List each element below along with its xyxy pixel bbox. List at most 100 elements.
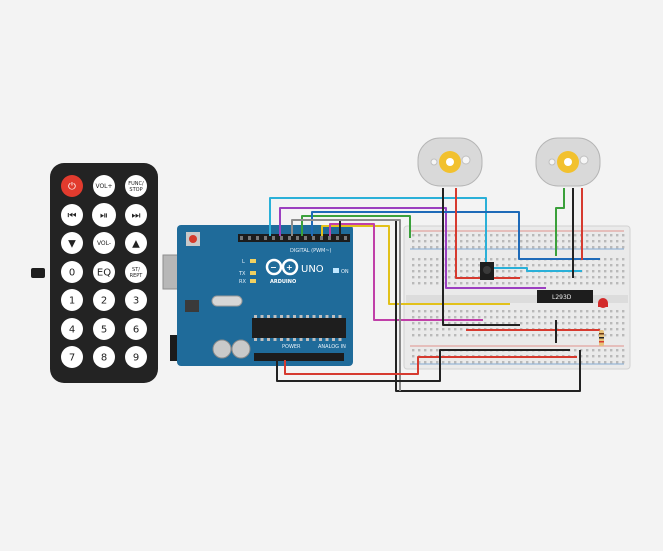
breadboard-hole[interactable] <box>442 334 445 337</box>
breadboard-hole[interactable] <box>526 246 529 249</box>
breadboard-hole[interactable] <box>550 276 553 279</box>
breadboard-hole[interactable] <box>562 264 565 267</box>
breadboard-hole[interactable] <box>526 334 529 337</box>
breadboard-hole[interactable] <box>508 246 511 249</box>
breadboard-hole[interactable] <box>424 310 427 313</box>
breadboard-hole[interactable] <box>454 328 457 331</box>
breadboard-hole[interactable] <box>580 264 583 267</box>
breadboard-hole[interactable] <box>412 258 415 261</box>
breadboard-hole[interactable] <box>568 246 571 249</box>
breadboard-hole[interactable] <box>532 246 535 249</box>
breadboard-hole[interactable] <box>622 234 625 237</box>
breadboard-hole[interactable] <box>556 234 559 237</box>
breadboard-hole[interactable] <box>598 316 601 319</box>
breadboard-hole[interactable] <box>562 240 565 243</box>
breadboard-hole[interactable] <box>430 258 433 261</box>
breadboard-hole[interactable] <box>418 322 421 325</box>
breadboard-hole[interactable] <box>610 276 613 279</box>
breadboard-hole[interactable] <box>616 246 619 249</box>
breadboard-hole[interactable] <box>586 276 589 279</box>
breadboard-hole[interactable] <box>592 234 595 237</box>
breadboard-hole[interactable] <box>604 246 607 249</box>
breadboard-hole[interactable] <box>616 234 619 237</box>
breadboard-hole[interactable] <box>574 246 577 249</box>
breadboard-hole[interactable] <box>418 349 421 352</box>
breadboard-hole[interactable] <box>574 316 577 319</box>
breadboard-hole[interactable] <box>460 264 463 267</box>
breadboard-hole[interactable] <box>520 361 523 364</box>
breadboard-hole[interactable] <box>544 276 547 279</box>
breadboard-hole[interactable] <box>586 240 589 243</box>
breadboard-hole[interactable] <box>460 334 463 337</box>
breadboard-hole[interactable] <box>418 334 421 337</box>
breadboard-hole[interactable] <box>562 322 565 325</box>
breadboard-hole[interactable] <box>586 355 589 358</box>
breadboard-hole[interactable] <box>418 270 421 273</box>
breadboard-hole[interactable] <box>478 334 481 337</box>
breadboard-hole[interactable] <box>604 355 607 358</box>
breadboard-hole[interactable] <box>610 246 613 249</box>
breadboard-hole[interactable] <box>478 246 481 249</box>
breadboard-hole[interactable] <box>520 310 523 313</box>
digital-pin[interactable] <box>256 236 259 240</box>
breadboard-hole[interactable] <box>466 334 469 337</box>
breadboard-hole[interactable] <box>568 240 571 243</box>
breadboard-hole[interactable] <box>436 264 439 267</box>
breadboard-hole[interactable] <box>478 361 481 364</box>
remote-button-func-stop[interactable]: FUNC/STOP <box>125 175 147 197</box>
breadboard-hole[interactable] <box>610 234 613 237</box>
breadboard-hole[interactable] <box>586 282 589 285</box>
breadboard-hole[interactable] <box>490 234 493 237</box>
breadboard-hole[interactable] <box>550 246 553 249</box>
breadboard-hole[interactable] <box>598 349 601 352</box>
breadboard-hole[interactable] <box>436 322 439 325</box>
breadboard-hole[interactable] <box>568 276 571 279</box>
digital-pin[interactable] <box>248 236 251 240</box>
breadboard-hole[interactable] <box>616 264 619 267</box>
breadboard-hole[interactable] <box>532 234 535 237</box>
breadboard-hole[interactable] <box>592 310 595 313</box>
breadboard-hole[interactable] <box>580 316 583 319</box>
breadboard-hole[interactable] <box>412 246 415 249</box>
breadboard-hole[interactable] <box>514 258 517 261</box>
breadboard-hole[interactable] <box>520 264 523 267</box>
breadboard-hole[interactable] <box>424 361 427 364</box>
breadboard-hole[interactable] <box>532 240 535 243</box>
breadboard-hole[interactable] <box>556 334 559 337</box>
breadboard-hole[interactable] <box>556 361 559 364</box>
breadboard-hole[interactable] <box>412 322 415 325</box>
breadboard-hole[interactable] <box>592 276 595 279</box>
breadboard-hole[interactable] <box>436 270 439 273</box>
breadboard-hole[interactable] <box>568 361 571 364</box>
breadboard-hole[interactable] <box>586 316 589 319</box>
breadboard-hole[interactable] <box>574 264 577 267</box>
breadboard-hole[interactable] <box>580 349 583 352</box>
breadboard-hole[interactable] <box>580 334 583 337</box>
breadboard-hole[interactable] <box>514 234 517 237</box>
breadboard-hole[interactable] <box>502 334 505 337</box>
breadboard-hole[interactable] <box>424 328 427 331</box>
breadboard-hole[interactable] <box>514 316 517 319</box>
breadboard-hole[interactable] <box>610 310 613 313</box>
digital-pin[interactable] <box>240 236 243 240</box>
breadboard-hole[interactable] <box>550 334 553 337</box>
digital-pin[interactable] <box>320 236 323 240</box>
breadboard-hole[interactable] <box>490 282 493 285</box>
breadboard-hole[interactable] <box>538 276 541 279</box>
breadboard-hole[interactable] <box>460 316 463 319</box>
breadboard-hole[interactable] <box>526 322 529 325</box>
breadboard-hole[interactable] <box>514 310 517 313</box>
remote-button-st-rept[interactable]: ST/REPT <box>125 261 147 283</box>
breadboard-hole[interactable] <box>568 322 571 325</box>
breadboard-hole[interactable] <box>574 349 577 352</box>
remote-button-vol-up[interactable]: VOL+ <box>93 175 115 197</box>
breadboard-hole[interactable] <box>616 349 619 352</box>
breadboard-hole[interactable] <box>508 270 511 273</box>
breadboard-hole[interactable] <box>508 361 511 364</box>
breadboard-hole[interactable] <box>472 258 475 261</box>
breadboard-hole[interactable] <box>544 264 547 267</box>
breadboard-hole[interactable] <box>472 246 475 249</box>
breadboard-hole[interactable] <box>502 316 505 319</box>
breadboard-hole[interactable] <box>550 310 553 313</box>
breadboard-hole[interactable] <box>478 240 481 243</box>
